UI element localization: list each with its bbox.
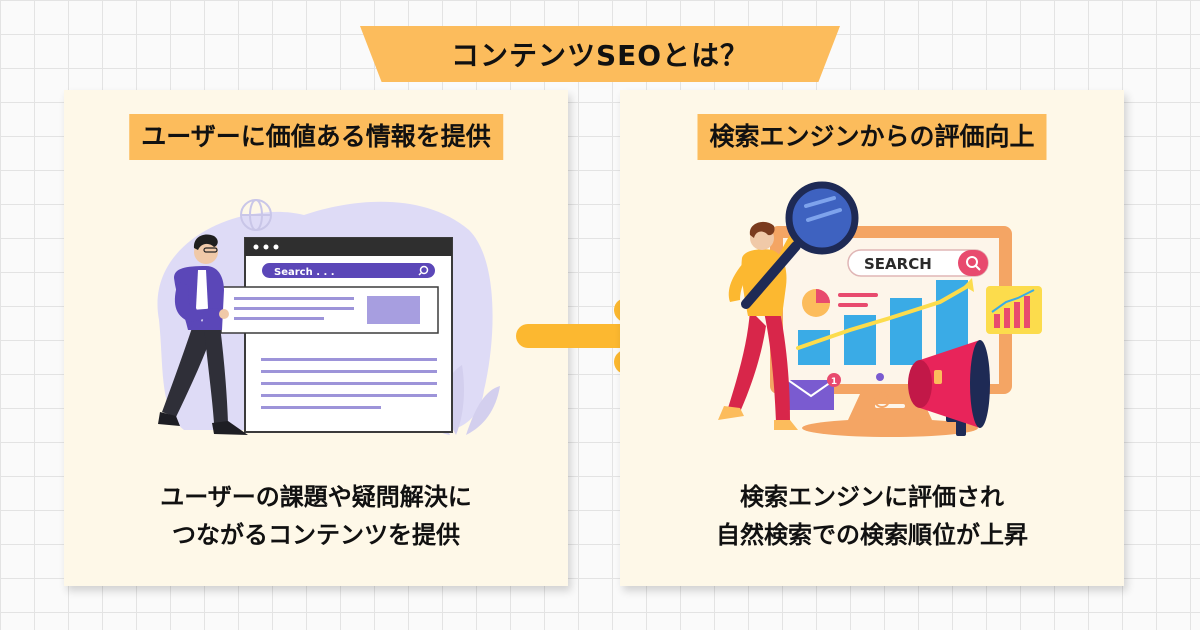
mini-chart-card bbox=[986, 286, 1042, 334]
search-result-card bbox=[220, 286, 439, 334]
mail-icon bbox=[787, 379, 835, 410]
search-engine-heading: 検索エンジンからの評価向上 bbox=[697, 114, 1047, 160]
search-engine-description-line1: 検索エンジンに評価され bbox=[740, 483, 1004, 511]
person-figure bbox=[158, 234, 248, 435]
megaphone-icon bbox=[908, 340, 990, 436]
decor-ring bbox=[874, 392, 890, 408]
title-text: コンテンツSEOとは？ bbox=[450, 39, 750, 72]
magnifier-icon bbox=[741, 181, 859, 309]
search-engine-illustration: SEARCH bbox=[718, 181, 1042, 437]
decor-dot bbox=[876, 373, 884, 381]
trend-line bbox=[796, 284, 970, 350]
title-banner: コンテンツSEOとは？ bbox=[360, 26, 840, 82]
search-engine-description: 検索エンジンに評価され 自然検索での検索順位が上昇 bbox=[620, 478, 1124, 554]
notification-count: 1 bbox=[831, 377, 837, 387]
user-value-heading: ユーザーに価値ある情報を提供 bbox=[129, 114, 503, 160]
user-value-description-line1: ユーザーの課題や疑問解決に bbox=[160, 483, 472, 511]
user-value-card: ユーザーに価値ある情報を提供 Search . . . bbox=[64, 90, 568, 586]
browser-window: Search . . . bbox=[244, 237, 453, 433]
search-placeholder-text: Search . . . bbox=[274, 267, 335, 278]
globe-icon bbox=[240, 199, 272, 231]
magnifier-small-icon bbox=[966, 256, 978, 268]
user-value-description-line2: つながるコンテンツを提供 bbox=[172, 521, 460, 549]
search-label-text: SEARCH bbox=[864, 255, 932, 273]
search-engine-card: 検索エンジンからの評価向上 SEARCH bbox=[620, 90, 1124, 586]
user-value-description: ユーザーの課題や疑問解決に つながるコンテンツを提供 bbox=[64, 478, 568, 554]
monitor-search-bar: SEARCH bbox=[847, 249, 989, 277]
notification-badge: 1 bbox=[827, 373, 841, 387]
user-browsing-illustration: Search . . . bbox=[157, 199, 500, 435]
pie-chart-icon bbox=[802, 289, 830, 317]
search-engine-description-line2: 自然検索での検索順位が上昇 bbox=[716, 521, 1028, 549]
search-icon bbox=[419, 265, 429, 275]
